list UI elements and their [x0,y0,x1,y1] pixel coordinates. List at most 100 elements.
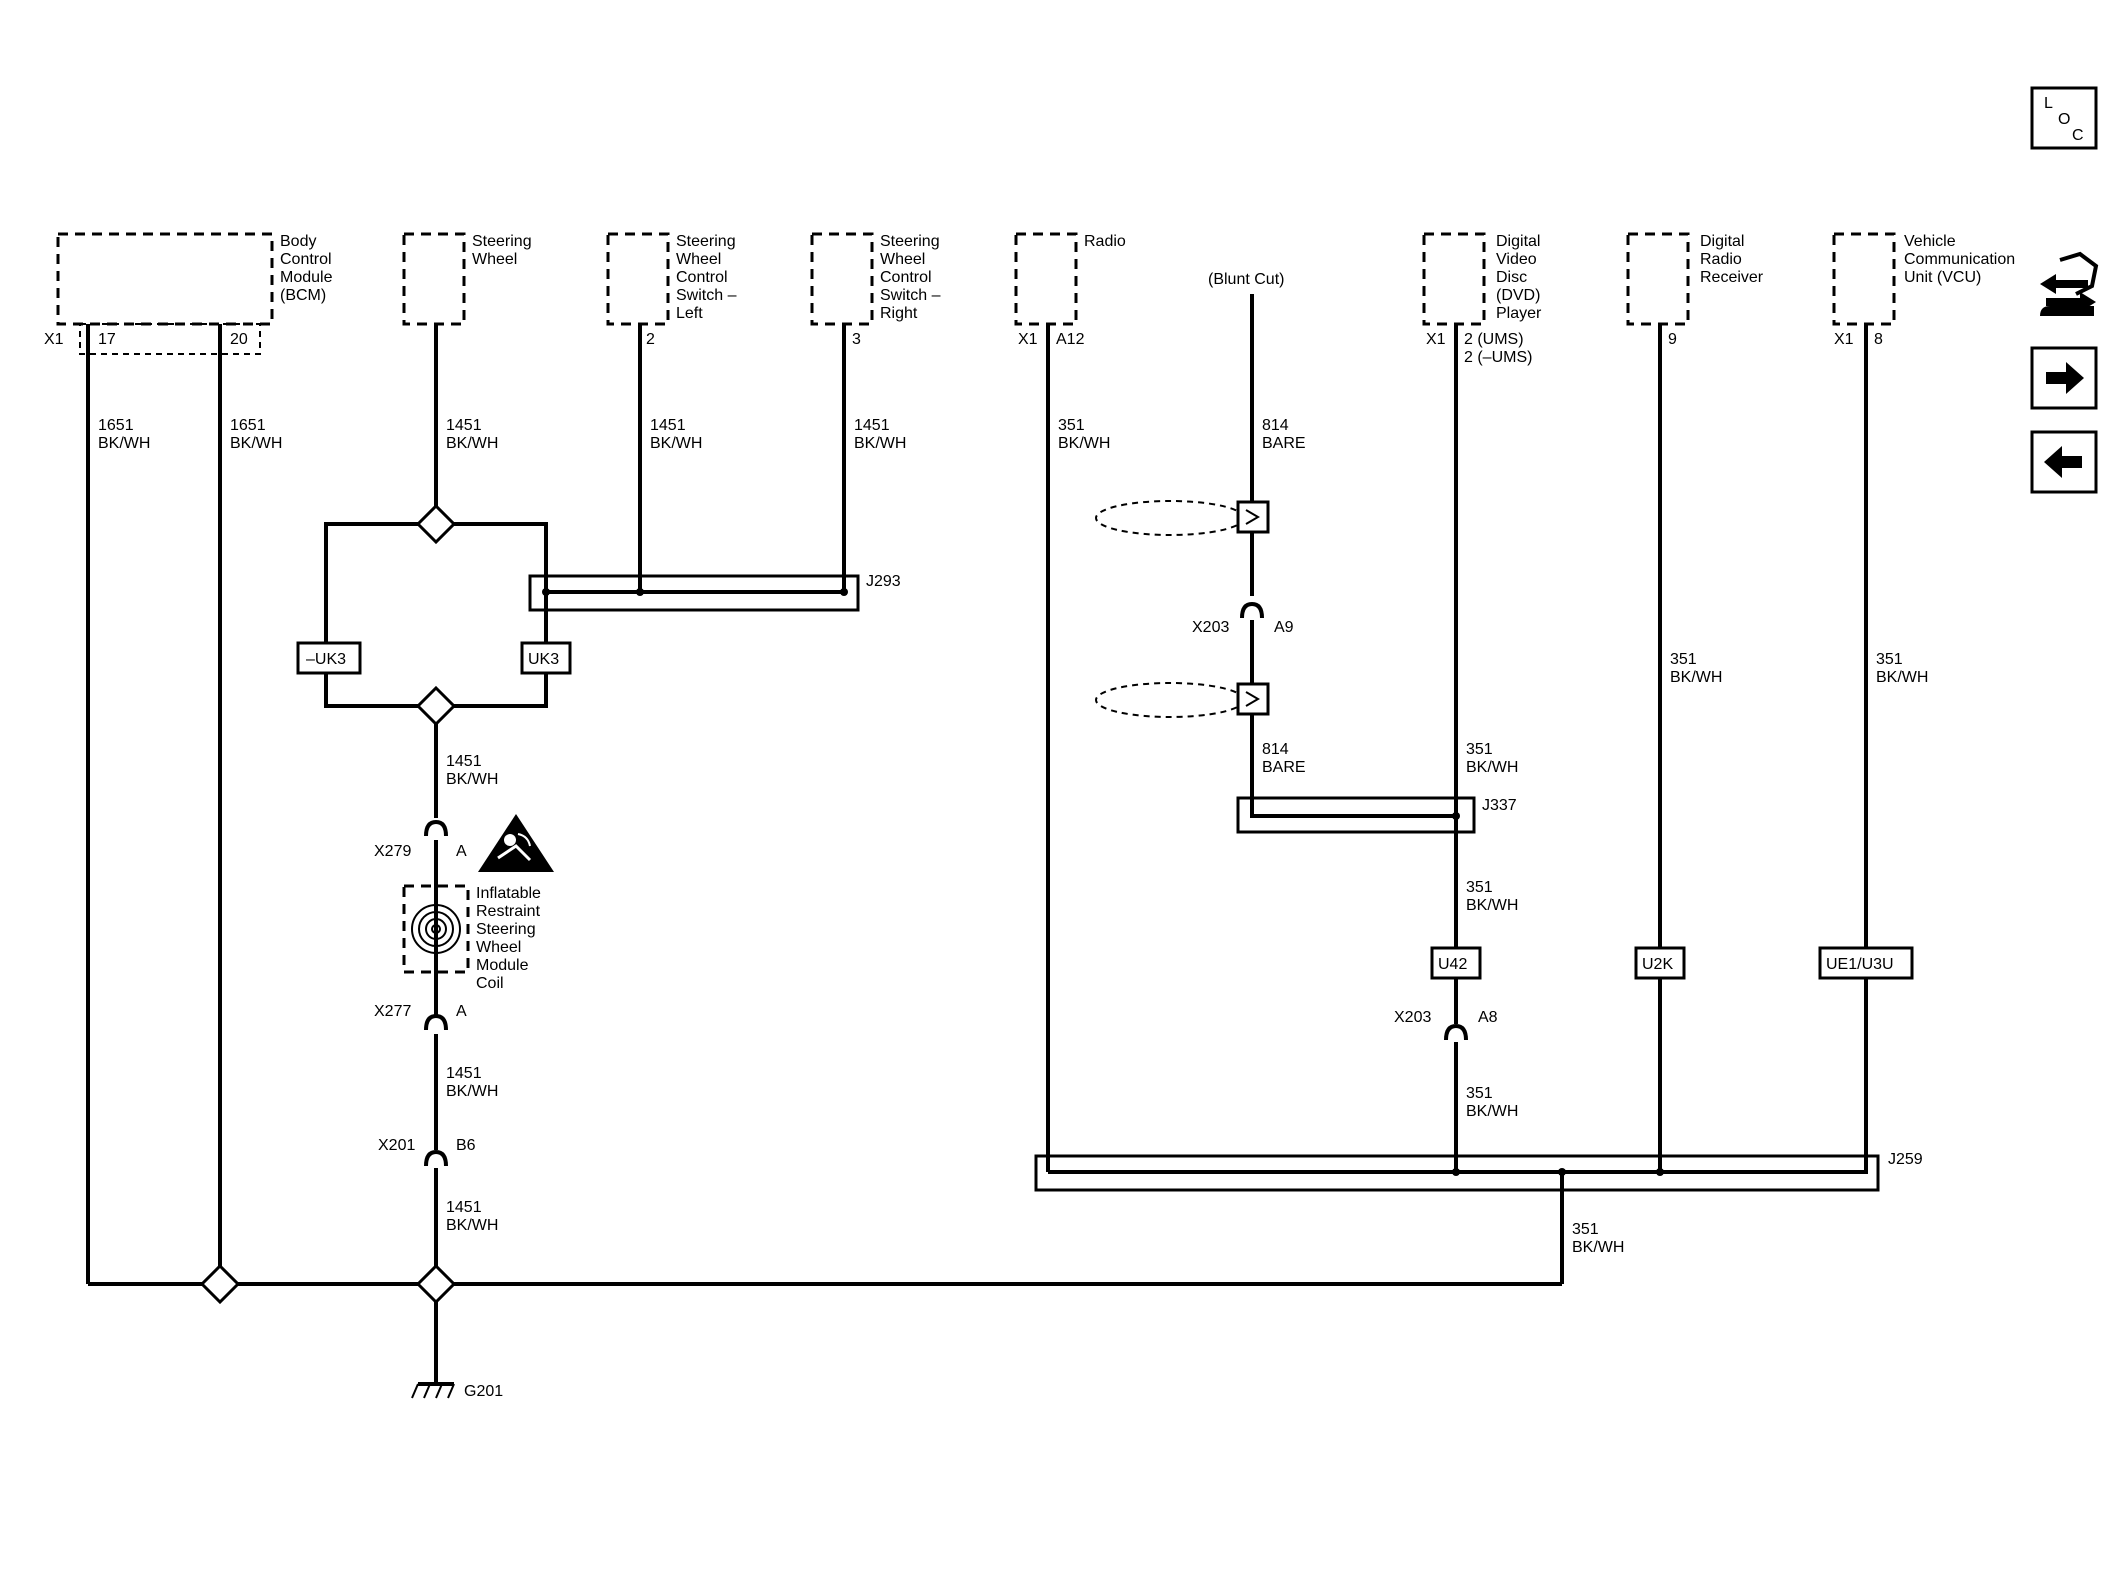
wire-color: BK/WH [650,435,702,452]
splice-bcm-20 [199,1263,241,1305]
wire-circuit: 1451 [854,417,890,434]
x277-pin: A [456,1003,467,1020]
x203-a8-pin: A8 [1478,1009,1498,1026]
wire-circuit: 351 [1670,651,1697,668]
loc-c: C [2072,127,2084,144]
wire-bcm-20[interactable]: 1651 BK/WH [218,324,282,1284]
component-radio[interactable]: Radio X1 A12 [1014,232,1126,348]
wire-circuit: 814 [1262,417,1289,434]
j259-label: J259 [1888,1151,1923,1168]
ground-g201[interactable]: G201 [411,1382,503,1400]
wire-swc-left[interactable]: 1451 BK/WH [638,324,702,592]
wire-bcm-17[interactable]: 1651 BK/WH [86,324,150,1284]
wire-blunt-cut[interactable]: 814 BARE X203 A9 814 BARE [1095,294,1306,816]
x279-pin: A [456,843,467,860]
x277-label: X277 [374,1003,411,1020]
vcu-x1: X1 [1834,331,1854,348]
splice-bottom [415,685,457,727]
wire-circuit: 1451 [446,753,482,770]
bcm-x1: X1 [44,331,64,348]
splice-j293[interactable]: J293 [528,573,901,612]
option-u2k: U2K [1642,956,1673,973]
dvd-pin-neg-ums: 2 (–UMS) [1464,349,1532,366]
wire-circuit: 351 [1466,1085,1493,1102]
wire-dvd[interactable]: 351 BK/WH 351 BK/WH U42 X203 A8 351 BK/W… [1394,324,1518,1172]
digital-radio-pin: 9 [1668,331,1677,348]
location-view-icon[interactable]: L O C [2030,86,2098,150]
wire-digital-radio[interactable]: 351 BK/WH U2K [1634,324,1722,1172]
wire-radio[interactable]: 351 BK/WH [1046,324,1110,1172]
wire-steering-column[interactable]: 1451 BK/WH X279 A X277 A 1451 BK/WH X201… [374,724,498,1284]
splice-j337[interactable]: J337 [1236,790,1517,834]
wire-color: BK/WH [1876,669,1928,686]
bcm-pin-17: 17 [98,331,116,348]
wire-color: BARE [1262,435,1306,452]
option-loop-uk3: –UK3 UK3 [296,503,572,727]
x201-label: X201 [378,1137,415,1154]
radio-pin-a12: A12 [1056,331,1085,348]
radio-x1: X1 [1018,331,1038,348]
wire-color: BK/WH [1670,669,1722,686]
x203-a9-label: X203 [1192,619,1229,636]
bcm-pin-20: 20 [230,331,248,348]
wire-color: BK/WH [1466,1103,1518,1120]
arrow-left-icon[interactable] [2030,430,2098,494]
wire-color: BK/WH [446,1083,498,1100]
wire-circuit: 1451 [650,417,686,434]
ground-bus [88,1263,1562,1384]
splice-j259[interactable]: J259 351 BK/WH [1034,1151,1923,1284]
vcu-pin-8: 8 [1874,331,1883,348]
component-reference-icon[interactable] [2040,251,2099,316]
wire-vcu[interactable]: 351 BK/WH UE1/U3U [1818,324,1928,1156]
wire-color: BK/WH [446,771,498,788]
x279-label: X279 [374,843,411,860]
option-uk3: UK3 [528,651,559,668]
airbag-warning-icon [478,814,554,872]
swc-left-pin: 2 [646,331,655,348]
j293-label: J293 [866,573,901,590]
wire-swc-right[interactable]: 1451 BK/WH [842,324,906,592]
wire-circuit: 1451 [446,1199,482,1216]
x203-a8-label: X203 [1394,1009,1431,1026]
wire-color: BK/WH [1058,435,1110,452]
wire-color: BK/WH [1466,759,1518,776]
splice-ground [415,1263,457,1305]
blunt-cut-label: (Blunt Cut) [1208,271,1284,288]
loc-l: L [2044,95,2053,112]
option-ue1-u3u: UE1/U3U [1826,956,1894,973]
dvd-x1: X1 [1426,331,1446,348]
wire-circuit: 351 [1572,1221,1599,1238]
wire-circuit: 814 [1262,741,1289,758]
wire-color: BK/WH [446,1217,498,1234]
wire-circuit: 1451 [446,1065,482,1082]
j337-label: J337 [1482,797,1517,814]
splice-top [415,503,457,545]
loc-o: O [2058,111,2070,128]
wire-color: BK/WH [98,435,150,452]
arrow-right-icon[interactable] [2030,346,2098,410]
wire-circuit: 351 [1466,741,1493,758]
component-blunt-cut: (Blunt Cut) [1208,271,1284,288]
radio-label: Radio [1084,233,1126,250]
wire-steering-wheel[interactable]: 1451 BK/WH [434,324,498,508]
x203-a9-pin: A9 [1274,619,1294,636]
wire-circuit: 351 [1058,417,1085,434]
wire-circuit: 351 [1876,651,1903,668]
x201-pin: B6 [456,1137,476,1154]
wire-color: BK/WH [1466,897,1518,914]
